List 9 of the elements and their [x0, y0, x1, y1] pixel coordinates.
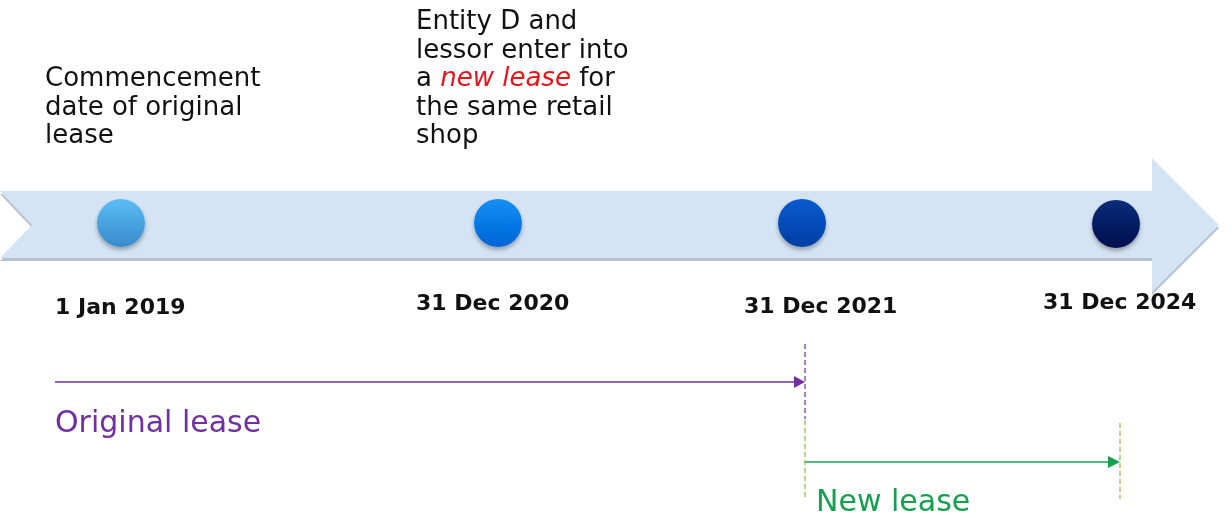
- event-description: Commencement date of original lease: [45, 63, 262, 149]
- date-label: 1 Jan 2019: [55, 294, 186, 320]
- event-description: Entity D and lessor enter into a new lease for the same retail shop: [416, 6, 630, 149]
- date-label: 31 Dec 2021: [744, 293, 898, 319]
- timeline-arrow: [0, 158, 1222, 292]
- date-label: 31 Dec 2024: [1043, 289, 1197, 315]
- date-label: 31 Dec 2020: [416, 290, 570, 316]
- period-label: Original lease: [55, 405, 262, 439]
- period-label: New lease: [816, 484, 971, 518]
